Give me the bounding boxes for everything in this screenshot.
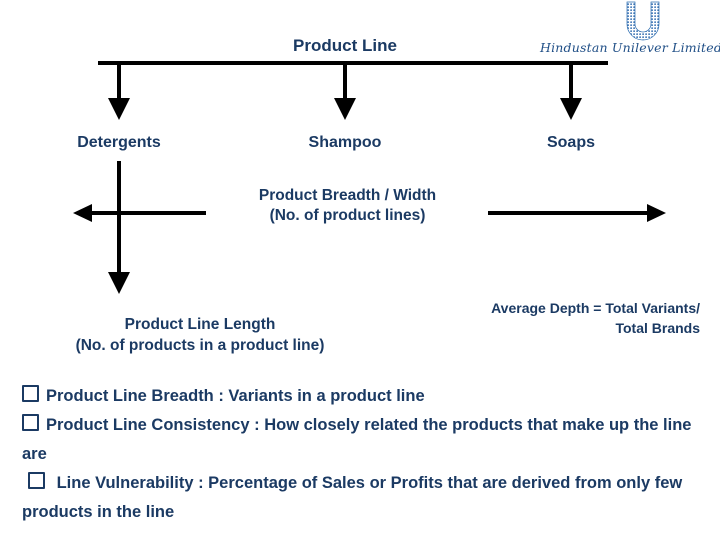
list-item-text: Product Line Breadth : Variants in a pro… xyxy=(46,387,425,405)
length-caption-line1: Product Line Length xyxy=(124,316,276,333)
breadth-caption-line1: Product Breadth / Width xyxy=(258,187,437,204)
arrow-head xyxy=(108,98,130,120)
left-arrow-icon xyxy=(73,204,206,222)
hollow-square-bullet-icon xyxy=(28,472,45,489)
arrow-stem xyxy=(343,64,347,104)
unilever-u-logo-icon xyxy=(618,0,668,42)
node-label-detergents: Detergents xyxy=(77,134,161,151)
list-item: Product Line Consistency : How closely r… xyxy=(22,411,698,469)
length-caption: Product Line Length (No. of products in … xyxy=(10,314,390,356)
hindustan-unilever-logo: Hindustan Unilever Limited xyxy=(540,0,720,62)
product-line-length-axis xyxy=(117,161,121,279)
right-arrow-icon xyxy=(488,204,666,222)
list-item-text: Product Line Consistency : How closely r… xyxy=(22,416,692,463)
breadth-caption: Product Breadth / Width (No. of product … xyxy=(205,186,490,226)
definition-list: Product Line Breadth : Variants in a pro… xyxy=(22,382,698,527)
product-line-bar xyxy=(98,61,608,65)
arrow-head xyxy=(73,204,92,222)
node-label-shampoo: Shampoo xyxy=(308,134,382,151)
hollow-square-bullet-icon xyxy=(22,414,39,431)
down-arrow-icon-length xyxy=(108,272,130,294)
list-item: Line Vulnerability : Percentage of Sales… xyxy=(22,469,698,527)
list-item-text: Line Vulnerability : Percentage of Sales… xyxy=(22,474,683,521)
node-label-soaps: Soaps xyxy=(546,134,595,151)
list-item: Product Line Breadth : Variants in a pro… xyxy=(22,382,698,411)
breadth-caption-line2: (No. of product lines) xyxy=(269,207,426,224)
down-arrow-icon-shampoo xyxy=(334,64,356,120)
arrow-head xyxy=(334,98,356,120)
arrow-stem xyxy=(569,64,573,104)
down-arrow-icon-soaps xyxy=(560,64,582,120)
arrow-stem xyxy=(488,211,648,215)
arrow-stem xyxy=(117,64,121,104)
hollow-square-bullet-icon xyxy=(22,385,39,402)
down-arrow-icon-detergents xyxy=(108,64,130,120)
depth-caption-line2: Total Brands xyxy=(615,320,700,336)
arrow-stem xyxy=(88,211,206,215)
depth-caption-line1: Average Depth = Total Variants/ xyxy=(491,300,700,316)
arrow-head xyxy=(647,204,666,222)
arrow-head xyxy=(560,98,582,120)
page-title: Product Line xyxy=(293,36,397,55)
depth-caption: Average Depth = Total Variants/ Total Br… xyxy=(380,298,700,338)
logo-wordmark: Hindustan Unilever Limited xyxy=(540,40,720,55)
length-caption-line2: (No. of products in a product line) xyxy=(75,337,325,354)
